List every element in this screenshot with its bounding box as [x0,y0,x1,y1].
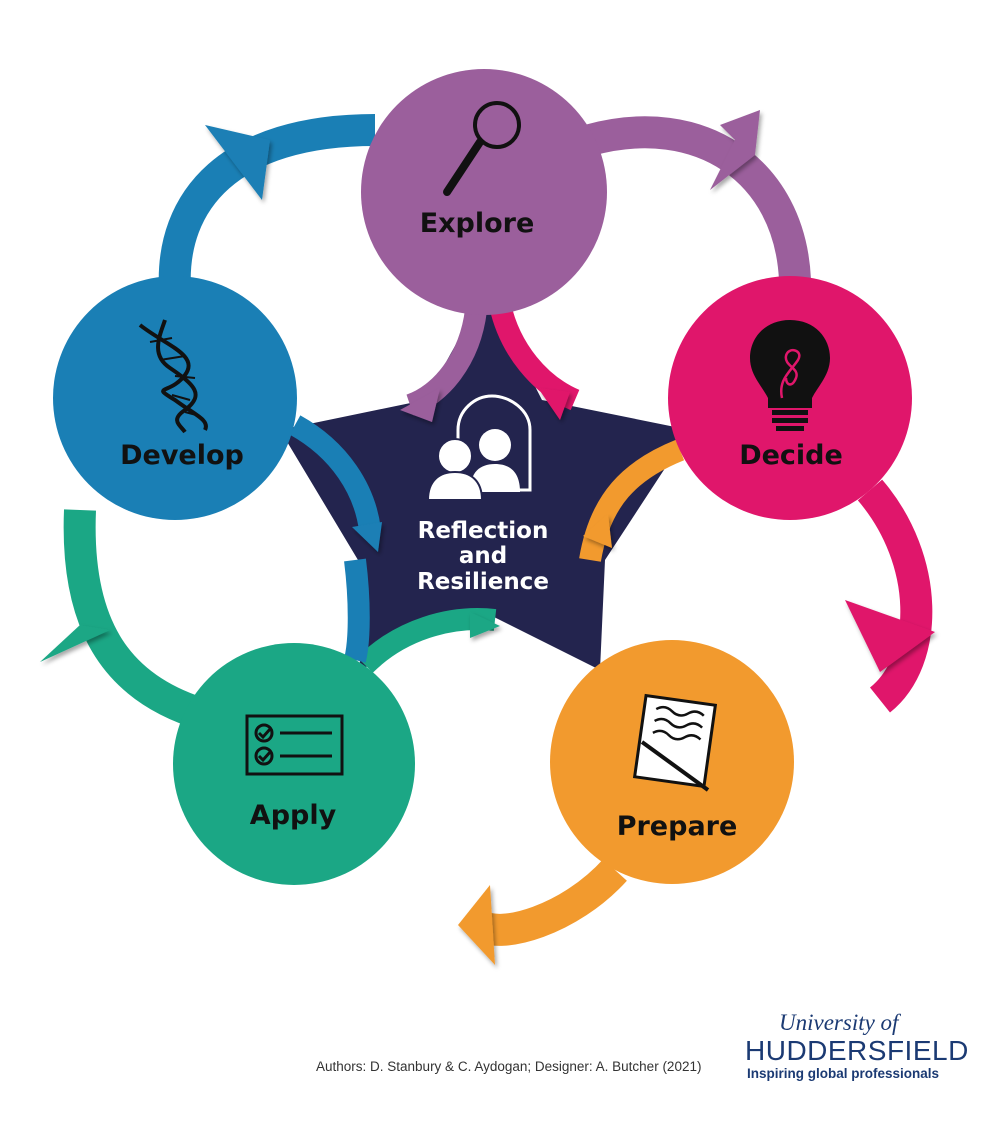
arrowhead-develop-explore [205,125,270,200]
arrowhead-explore-center [400,388,440,422]
arrowhead-decide-center [538,388,570,420]
stage-label-apply: Apply [250,800,337,831]
magnifying-glass-icon [443,101,521,196]
center-label-line2: and [459,543,507,569]
two-people-mirror-icon [426,394,532,501]
arrowhead-develop-center [352,522,382,552]
center-label-line3: Resilience [417,569,549,595]
arrowhead-decide-prepare [845,600,935,672]
stage-label-explore: Explore [420,208,535,239]
center-reflection: Reflection and Resilience [417,394,549,595]
arc-decide-outer [857,479,933,713]
stage-label-prepare: Prepare [617,811,738,842]
stage-explore: Explore [361,69,607,315]
center-label-line1: Reflection [418,518,549,544]
stage-decide: Decide [668,276,912,520]
stage-label-decide: Decide [739,440,843,471]
stage-develop: Develop [53,276,297,520]
arrowhead-apply-center [470,612,500,638]
logo-tagline: Inspiring global professionals [747,1066,940,1081]
lightbulb-icon [750,320,830,431]
arrowhead-apply-develop [40,625,110,662]
arrowhead-prepare-center [583,514,612,548]
arc-white-inner [344,558,370,663]
logo-line-huddersfield: HUDDERSFIELD [745,1035,969,1066]
logo-line-university-of: University of [779,1010,899,1035]
arrowhead-prepare-apply [458,885,495,965]
stage-label-develop: Develop [120,440,244,471]
stage-apply: Apply [173,643,415,885]
cycle-arcs [63,114,933,946]
arc-apply-outer [63,509,210,731]
dna-icon [138,319,208,434]
arc-prepare-outer [470,858,627,946]
cycle-arrowheads [40,110,935,965]
checklist-icon [245,714,344,776]
notepad-pen-icon [632,693,718,792]
stage-prepare: Prepare [550,640,794,884]
arc-develop-outer [158,114,376,291]
arc-explore-outer [585,116,811,282]
arrowhead-explore-decide [710,110,760,190]
arc-develop-inner [289,415,381,532]
university-logo: University of HUDDERSFIELD Inspiring glo… [745,1010,969,1082]
credits-text: Authors: D. Stanbury & C. Aydogan; Desig… [316,1059,702,1074]
